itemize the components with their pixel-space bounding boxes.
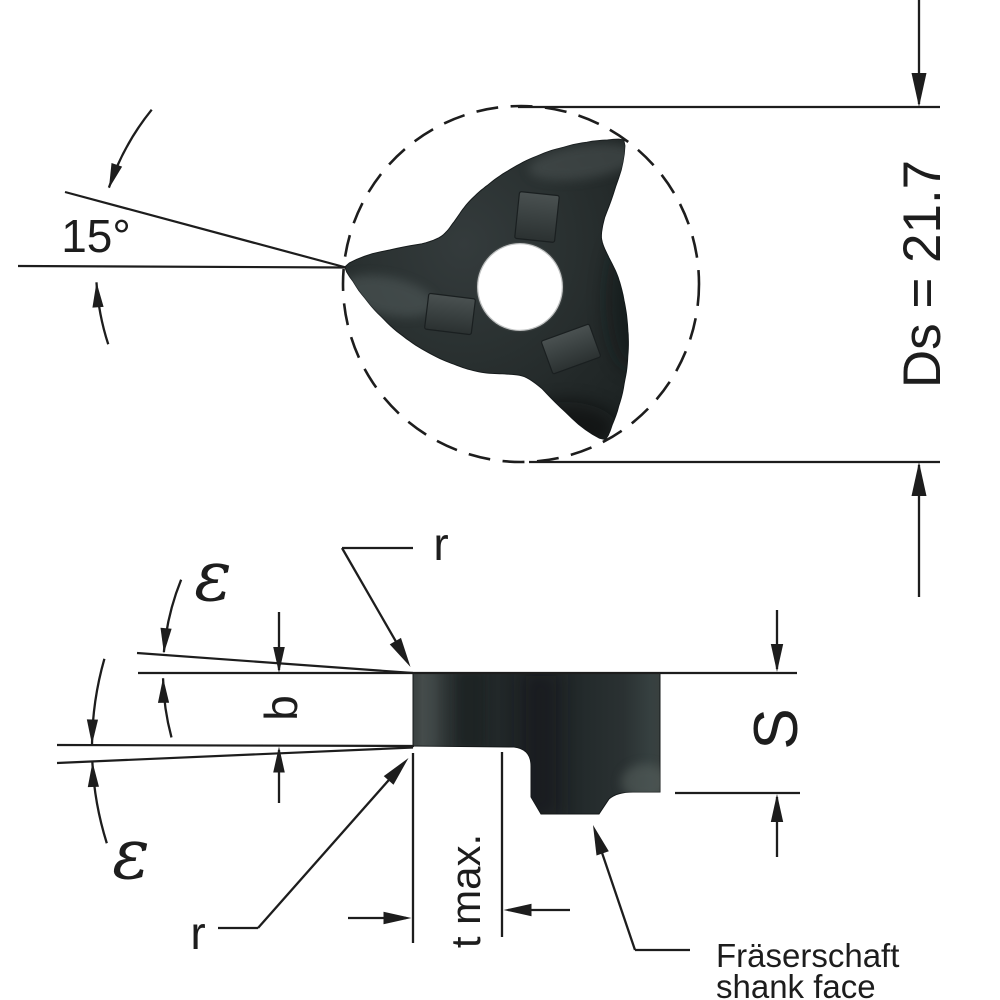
tmax-arrowhead <box>383 911 412 925</box>
labels: 15° Ds = 21.7 ε ε r r b t max. S Fräsers… <box>61 160 952 1000</box>
sheen-streak <box>425 673 439 750</box>
clamp-pad <box>541 323 601 375</box>
taper-angle-label-bottom: ε <box>112 813 150 895</box>
shank-leader-line <box>595 837 637 951</box>
rake-arc-arrowhead <box>92 282 104 308</box>
ds-arrowhead <box>911 73 927 107</box>
tmax-arrowhead <box>503 903 532 917</box>
epsilon-arrowhead <box>157 677 170 703</box>
b-arrowhead <box>273 746 285 773</box>
insert-bore-rim <box>475 241 565 333</box>
epsilon-arrowhead <box>87 762 99 788</box>
shank-note-de: Fräserschaft <box>716 937 899 974</box>
epsilon-arrowhead <box>86 719 99 745</box>
clamp-pad-face <box>424 292 476 336</box>
thickness-label: S <box>742 708 811 749</box>
shank-note-en: shank face <box>716 968 876 1000</box>
cut-depth-label: t max. <box>442 834 489 948</box>
shank-leader-arrowhead <box>593 825 609 856</box>
insert-bore <box>477 243 563 331</box>
sheen-highlight <box>528 143 629 181</box>
ds-arrowhead <box>911 462 927 496</box>
s-arrowhead <box>770 794 784 822</box>
side-shading <box>425 673 660 814</box>
s-arrowhead <box>770 644 784 672</box>
shadow-patch <box>513 402 617 440</box>
r-leader-arrowhead <box>389 637 411 667</box>
taper-line-bottom <box>56 746 414 765</box>
clamp-pad <box>514 191 560 243</box>
top-view <box>17 0 940 597</box>
cutter-diameter-label: Ds = 21.7 <box>893 160 952 388</box>
cut-width-label: b <box>255 695 307 721</box>
sheen-highlight <box>621 764 660 800</box>
rake-ref-line <box>17 264 347 269</box>
taper-line-top <box>136 651 414 675</box>
rake-arc-arrowhead <box>108 163 123 189</box>
epsilon-arrowhead <box>160 627 172 654</box>
shadow-patch <box>606 230 629 370</box>
rake-angle-label: 15° <box>61 210 131 262</box>
side-view <box>56 546 800 952</box>
rake-slanted-line <box>64 190 347 269</box>
clamp-pad-face <box>541 323 601 375</box>
bottom-face-line <box>56 743 415 748</box>
corner-radius-label-bottom: r <box>190 907 205 959</box>
shadow-streak <box>520 673 562 814</box>
clamp-pad-face <box>514 191 560 243</box>
taper-angle-label-top: ε <box>194 535 232 617</box>
r-leader-line <box>257 763 404 929</box>
corner-radius-label-top: r <box>433 518 448 570</box>
b-arrowhead <box>273 647 285 673</box>
r-leader-arrowhead <box>383 758 409 785</box>
clamp-pad <box>424 292 476 336</box>
shadow-streak <box>455 673 485 750</box>
r-leader-line <box>341 547 407 660</box>
